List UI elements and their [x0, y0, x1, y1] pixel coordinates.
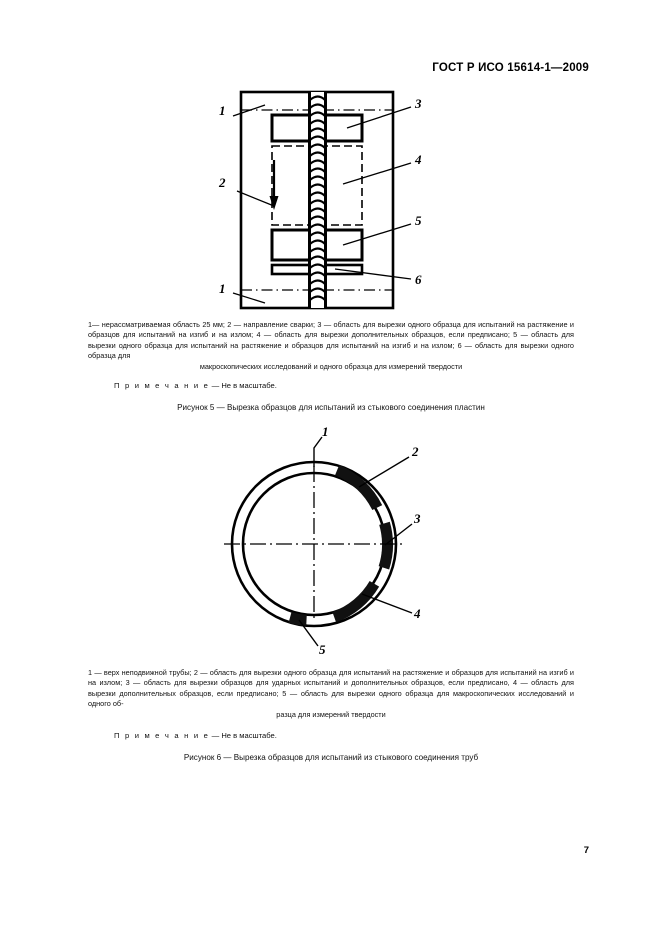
welding-direction-arrow: [269, 160, 279, 210]
segment-region-5: [288, 612, 307, 626]
figure-6-note-text: — Не в масштабе.: [209, 731, 277, 740]
figure-5-caption: Рисунок 5 — Вырезка образцов для испытан…: [177, 403, 485, 412]
callout-1-bottom: 1: [219, 281, 226, 296]
figure-6-pipe-butt-joint: 1 2 3 4 5: [222, 424, 432, 657]
figure-5-legend-last-line: макроскопических исследований и одного о…: [199, 361, 463, 371]
callout-5: 5: [415, 213, 422, 228]
figure-6-caption: Рисунок 6 — Вырезка образцов для испытан…: [183, 753, 479, 762]
figure-6-legend-last-line: разца для измерений твердости: [276, 709, 386, 719]
centre-axes: [224, 466, 404, 622]
weld-pass-marks: [309, 95, 326, 301]
figure-6-legend: 1 — верх неподвижной трубы; 2 — область …: [88, 668, 574, 720]
segment-region-3: [378, 521, 393, 570]
callout-3: 3: [414, 96, 422, 111]
callout-2: 2: [411, 444, 419, 459]
callout-2: 2: [218, 175, 226, 190]
figure-5-note-label: П р и м е ч а н и е: [114, 381, 210, 390]
callout-5: 5: [319, 642, 326, 657]
callout-6: 6: [415, 272, 422, 287]
sampling-segments: [288, 465, 393, 626]
callout-4: 4: [413, 606, 421, 621]
weld-bead: [308, 92, 327, 308]
leader-lines: [232, 104, 412, 304]
figure-6-drawing: 1 2 3 4 5: [224, 424, 421, 657]
figure-5-legend: 1— нерассматриваемая область 25 мм; 2 — …: [88, 320, 574, 372]
callout-3: 3: [413, 511, 421, 526]
figure-5-legend-text: 1— нерассматриваемая область 25 мм; 2 — …: [88, 320, 574, 361]
figure-6-legend-text: 1 — верх неподвижной трубы; 2 — область …: [88, 668, 574, 709]
figure-6-note: П р и м е ч а н и е — Не в масштабе.: [88, 731, 574, 740]
callout-1-top: 1: [219, 103, 226, 118]
figure-5-note: П р и м е ч а н и е — Не в масштабе.: [88, 381, 574, 390]
segment-region-4: [332, 580, 380, 623]
figure-6-note-label: П р и м е ч а н и е: [114, 731, 210, 740]
leader-lines: [298, 436, 413, 647]
page-number: 7: [583, 845, 589, 856]
figure-5-drawing: 1 2 3 4 5 6 1: [218, 90, 422, 310]
standard-header: ГОСТ Р ИСО 15614-1—2009: [432, 62, 589, 74]
callout-1: 1: [322, 424, 329, 439]
figure-5-plate-butt-joint: 1 2 3 4 5 6 1: [215, 88, 450, 320]
callout-4: 4: [414, 152, 422, 167]
segment-region-2: [334, 465, 383, 511]
figure-5-note-text: — Не в масштабе.: [209, 381, 277, 390]
